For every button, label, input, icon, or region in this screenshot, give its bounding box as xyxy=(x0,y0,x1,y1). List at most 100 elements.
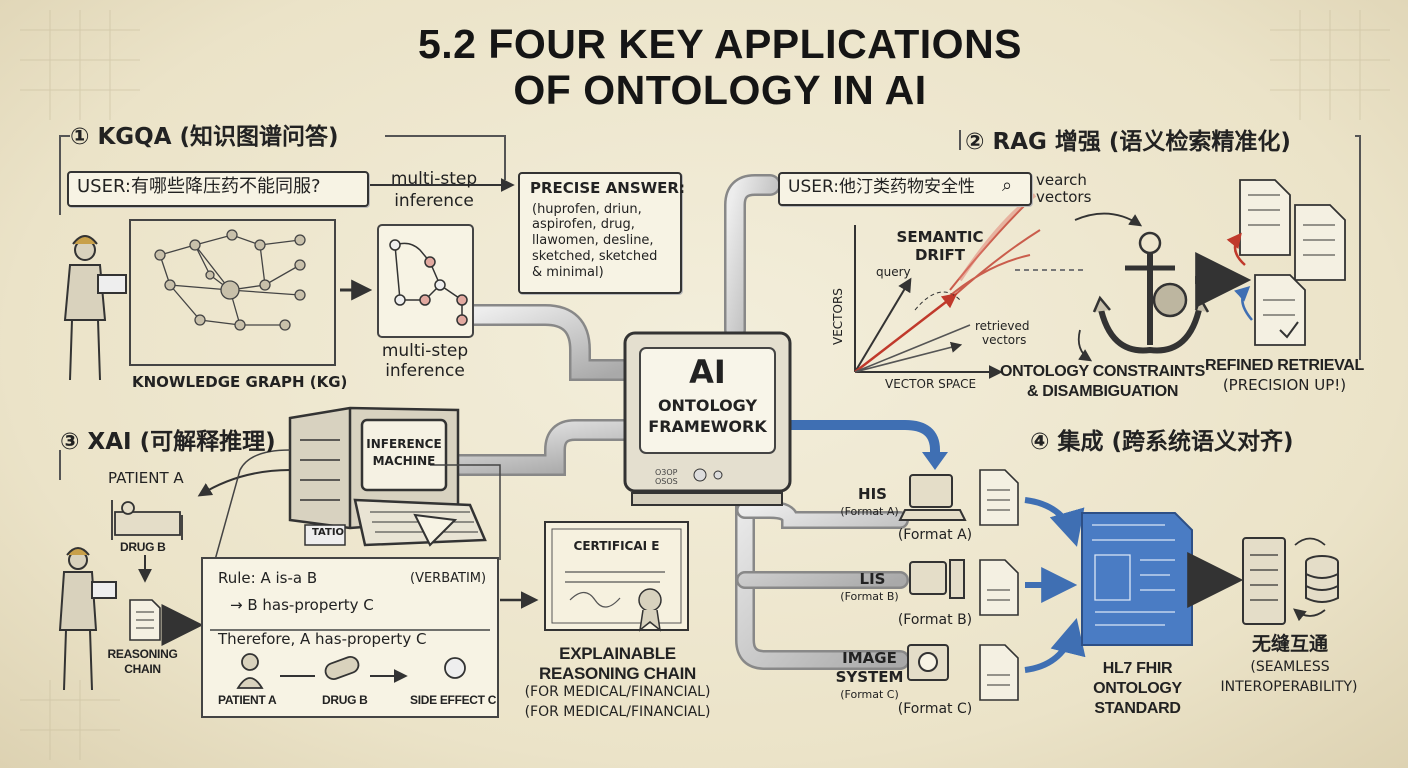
reasoning-chain-doc-icon xyxy=(129,599,161,641)
vectors-axis-label: VECTORS xyxy=(831,288,845,345)
rule-flow-icons xyxy=(236,653,466,689)
semantic-drift-label-1: SEMANTIC xyxy=(896,228,984,246)
rag-heading: ② RAG 增强 (语义检索精准化) xyxy=(965,129,1291,155)
kgqa-heading: ① KGQA (知识图谱问答) xyxy=(70,124,339,150)
answer-line-4: sketched, sketched xyxy=(532,249,658,264)
rag-query-text: USER:他汀类药物安全性 xyxy=(788,177,975,197)
seamless-label-2: INTEROPERABILITY) xyxy=(1220,679,1358,695)
server-stack xyxy=(1242,537,1339,625)
drug-b-label: DRUG B xyxy=(120,540,166,554)
answer-line-1: (huprofen, driun, xyxy=(532,202,642,217)
inference-machine-label-2: MACHINE xyxy=(372,454,436,468)
system-documents xyxy=(979,469,1019,701)
retrieved-vectors-label-2: vectors xyxy=(982,333,1027,347)
precise-answer-heading: PRECISE ANSWER: xyxy=(530,179,685,197)
kgqa-inference-label-top-2: inference xyxy=(394,191,474,211)
fhir-blueprint xyxy=(1081,512,1193,646)
pipe-network xyxy=(389,174,910,670)
xai-connector xyxy=(430,464,501,560)
certificate-title: CERTIFICAI E xyxy=(573,539,660,553)
verbatim-label: (VERBATIM) xyxy=(410,571,487,586)
answer-line-2: aspirofen, drug, xyxy=(532,217,635,232)
refine-arrow-blue xyxy=(1234,285,1253,321)
kgqa-inference-label-bottom-2: inference xyxy=(385,361,465,381)
image-system-label-2: SYSTEM xyxy=(835,668,904,686)
flow-patient-a: PATIENT A xyxy=(218,693,277,707)
knowledge-graph-frame xyxy=(129,219,336,366)
seamless-label-cn: 无缝互通 xyxy=(1251,633,1328,655)
machine-badge: TATIO xyxy=(312,527,345,538)
seamless-label-1: (SEAMLESS xyxy=(1250,659,1330,675)
explainable-domain-1: (FOR MEDICAL/FINANCIAL) xyxy=(524,684,711,700)
ai-label: AI xyxy=(689,353,726,391)
lis-format-below: (Format B) xyxy=(897,612,973,628)
speech-pointer xyxy=(413,513,458,547)
page-title-line-2: OF ONTOLOGY IN AI xyxy=(513,67,927,113)
framework-label: FRAMEWORK xyxy=(648,417,767,436)
explainable-domain-2: (FOR MEDICAL/FINANCIAL) xyxy=(524,704,711,720)
refined-documents xyxy=(1239,179,1346,346)
kgqa-inference-label-bottom: multi-step xyxy=(381,341,469,361)
kgqa-user-figure xyxy=(63,235,127,381)
precise-answer-box: PRECISE ANSWER: (huprofen, driun, aspiro… xyxy=(518,172,685,294)
retrieved-vectors-label-1: retrieved xyxy=(975,319,1030,333)
machine-to-patient-arrow xyxy=(197,469,291,497)
search-vectors-label-1: vearch xyxy=(1036,171,1087,189)
image-format-side: (Format C) xyxy=(840,688,899,701)
answer-line-3: llawomen, desline, xyxy=(532,233,654,248)
blue-pipe-arrowhead xyxy=(922,452,948,470)
sync-arrows xyxy=(1295,537,1326,617)
kgqa-query-text: USER:有哪些降压药不能同服? xyxy=(77,176,321,197)
ontology-anchor xyxy=(1092,231,1210,354)
answer-line-5: & minimal) xyxy=(532,265,604,280)
monitor-badge-1: O3OP xyxy=(655,468,678,477)
ontology-constraints-label-1: ONTOLOGY CONSTRAINTS xyxy=(1000,363,1205,380)
reasoning-chain-label-2: CHAIN xyxy=(124,662,161,676)
refine-arrow-red xyxy=(1226,232,1246,266)
rule-line-2: → B has-property C xyxy=(230,596,374,614)
fhir-label-3: STANDARD xyxy=(1094,700,1181,717)
his-to-fhir-arrow xyxy=(1024,497,1085,547)
his-format-side: (Format A) xyxy=(840,505,899,518)
image-system-label-1: IMAGE xyxy=(842,649,897,667)
xai-connector-2 xyxy=(214,449,291,561)
lis-label: LIS xyxy=(859,570,886,588)
patient-bed-icon xyxy=(111,500,183,540)
search-icon: ⌕ xyxy=(1002,175,1013,196)
inference-steps-panel xyxy=(377,224,474,338)
knowledge-graph xyxy=(154,229,306,331)
ontology-label: ONTOLOGY xyxy=(657,396,758,415)
system-computers xyxy=(898,474,967,681)
ai-monitor xyxy=(623,331,792,506)
refined-retrieval-label: REFINED RETRIEVAL xyxy=(1204,357,1365,374)
query-vector-label: query xyxy=(876,265,911,279)
lis-format-side: (Format B) xyxy=(840,590,899,603)
inference-steps-graph xyxy=(389,239,468,326)
page-title-line-1: 5.2 FOUR KEY APPLICATIONS xyxy=(417,21,1023,67)
rule-conclusion: Therefore, A has-property C xyxy=(218,630,427,648)
rule-line-1: Rule: A is-a B xyxy=(218,569,318,587)
flow-drug-b: DRUG B xyxy=(322,693,368,707)
monitor-badge-2: OSOS xyxy=(655,477,678,486)
kgqa-inference-label-top: multi-step xyxy=(390,169,478,189)
vector-space-chart xyxy=(854,193,1143,372)
image-format-below: (Format C) xyxy=(897,701,973,717)
rag-frame xyxy=(959,130,1361,360)
reasoning-chain-label-1: REASONING xyxy=(107,647,178,661)
image-to-fhir-arrow xyxy=(1024,618,1086,673)
his-format-below: (Format A) xyxy=(897,527,973,543)
semantic-drift-label-2: DRIFT xyxy=(914,246,966,264)
fhir-label-1: HL7 FHIR xyxy=(1102,660,1173,677)
ontology-constraints-label-2: & DISAMBIGUATION xyxy=(1026,383,1179,400)
fhir-label-2: ONTOLOGY xyxy=(1093,680,1182,697)
blue-pipe-to-integration xyxy=(790,420,940,460)
explainable-label-2: REASONING CHAIN xyxy=(538,664,696,683)
inference-machine-label-1: INFERENCE xyxy=(366,437,442,451)
kgqa-frame xyxy=(59,135,506,215)
vector-space-axis-label: VECTOR SPACE xyxy=(885,377,977,391)
rag-query-box: USER:他汀类药物安全性 ⌕ xyxy=(778,172,1032,206)
explainable-label-1: EXPLAINABLE xyxy=(559,644,676,663)
patient-a-label: PATIENT A xyxy=(108,469,184,487)
